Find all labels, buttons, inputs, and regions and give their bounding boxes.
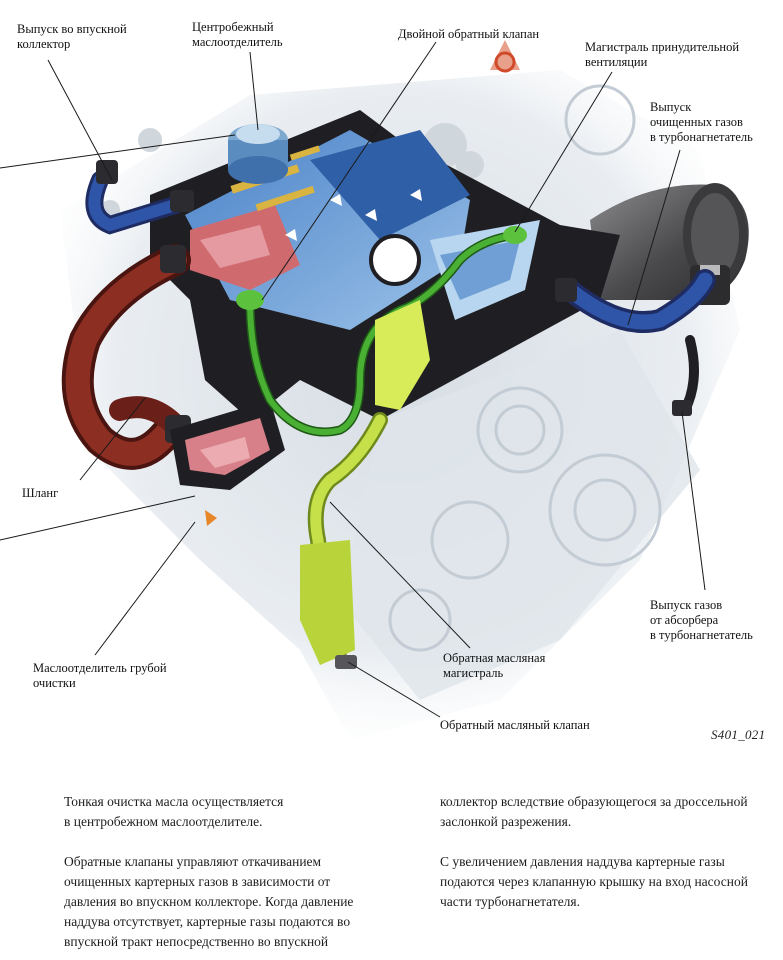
label-double-check-valve: Двойной обратный клапан bbox=[398, 27, 540, 41]
absorber-hose bbox=[672, 335, 699, 416]
coarse-oil-separator bbox=[170, 400, 285, 526]
figure-reference: S401_021 bbox=[711, 727, 766, 742]
label-coarse-separator: Маслоотделитель грубой очистки bbox=[33, 661, 167, 690]
label-hose: Шланг bbox=[22, 486, 59, 500]
pcv-line bbox=[236, 226, 527, 437]
intake-manifold-hose bbox=[85, 160, 194, 235]
label-intake-outlet: Выпуск во впускной коллектор bbox=[17, 22, 127, 51]
body-text-column-2: коллектор вследствие образующегося за др… bbox=[440, 794, 748, 909]
centrifugal-separator bbox=[228, 124, 288, 184]
label-oil-check-valve: Обратный масляный клапан bbox=[440, 718, 590, 732]
label-absorber-outlet: Выпуск газов от абсорбера в турбонагнета… bbox=[650, 598, 753, 642]
oil-return-line bbox=[300, 300, 430, 669]
label-clean-gas-outlet: Выпуск очищенных газов в турбонагнетател… bbox=[650, 100, 753, 144]
label-centrifugal-separator: Центробежный маслоотделитель bbox=[192, 20, 283, 49]
body-text-column-1: Тонкая очистка масла осуществляется в це… bbox=[64, 794, 354, 949]
engine-illustration: Выпуск во впускной коллектор Центробежны… bbox=[0, 20, 766, 742]
label-oil-return-line: Обратная масляная магистраль bbox=[443, 651, 546, 680]
clean-gas-hose bbox=[555, 269, 716, 333]
leader-lines bbox=[0, 41, 706, 718]
label-pcv-line: Магистраль принудительной вентиляции bbox=[585, 40, 740, 69]
